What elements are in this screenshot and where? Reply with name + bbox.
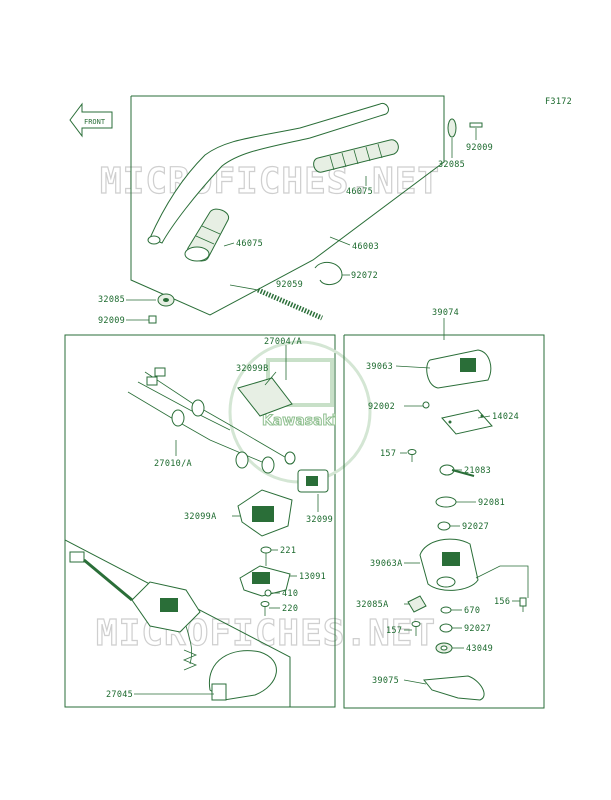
screw-157-top [407, 449, 417, 462]
label-46075-left: 46075 [236, 239, 263, 249]
lever-39075 [423, 675, 485, 701]
screw-221 [260, 546, 272, 566]
switch-cover [237, 377, 293, 417]
wiring-harness [127, 367, 296, 474]
label-14024: 14024 [492, 412, 519, 422]
gasket-14024 [441, 409, 493, 435]
logo-text: Kawasaki [262, 413, 337, 429]
label-27010a: 27010/A [154, 459, 192, 469]
clamp [314, 261, 343, 286]
label-157-top: 157 [380, 449, 396, 459]
label-32099b: 32099B [236, 364, 269, 374]
grip-end-cap-left [148, 293, 175, 324]
label-27004a: 27004/A [264, 337, 302, 347]
label-92027-bottom: 92027 [464, 624, 491, 634]
label-92059: 92059 [276, 280, 303, 290]
label-92027-top: 92027 [462, 522, 489, 532]
switch-housing [237, 489, 293, 537]
bolt-156 [519, 597, 527, 612]
throttle-cover [426, 349, 492, 389]
label-32099: 32099 [306, 515, 333, 525]
housing-13091 [239, 565, 291, 597]
label-46003: 46003 [352, 242, 379, 252]
washer-92027-top [437, 521, 451, 531]
label-92081: 92081 [478, 498, 505, 508]
label-39075: 39075 [372, 676, 399, 686]
figure-code: F3172 [545, 97, 572, 107]
label-410: 410 [282, 589, 298, 599]
clip-32085a [407, 595, 427, 613]
label-92009-top: 92009 [466, 143, 493, 153]
label-43049: 43049 [466, 644, 493, 654]
label-670: 670 [464, 606, 480, 616]
screw-220 [260, 601, 270, 616]
label-157-bottom: 157 [386, 626, 402, 636]
switch-assembly [69, 551, 277, 701]
leader-lines [126, 128, 529, 695]
label-92072: 92072 [351, 271, 378, 281]
grip-right [313, 139, 399, 173]
kawasaki-logo: Kawasaki [228, 340, 372, 484]
grip-left [184, 208, 230, 262]
terminal-21083 [439, 464, 475, 477]
spring-cable [256, 287, 324, 321]
screw-157-bottom [411, 621, 421, 636]
bushing-43049 [435, 642, 453, 654]
label-39063a: 39063A [370, 559, 403, 569]
label-92009-left: 92009 [98, 316, 125, 326]
part-410 [264, 589, 272, 597]
grip-end-cap-top [447, 118, 483, 138]
label-39063: 39063 [366, 362, 393, 372]
label-27045: 27045 [106, 690, 133, 700]
oring-670 [440, 606, 452, 614]
label-21083: 21083 [464, 466, 491, 476]
throttle-housing [419, 538, 479, 591]
label-46075-top: 46075 [346, 187, 373, 197]
front-label: FRONT [84, 118, 106, 126]
washer-92027-bottom [439, 623, 453, 633]
label-39074: 39074 [432, 308, 459, 318]
throttle-group-outline [343, 334, 545, 709]
label-221: 221 [280, 546, 296, 556]
front-arrow-icon: FRONT [69, 102, 113, 138]
label-32085-left: 32085 [98, 295, 125, 305]
label-32099a: 32099A [184, 512, 217, 522]
switch-cap [297, 469, 329, 493]
label-156: 156 [494, 597, 510, 607]
watermark-top: MICROFICHES.NET [100, 161, 440, 202]
handlebar [147, 102, 389, 245]
handlebar-group-outline [130, 95, 445, 316]
label-13091: 13091 [299, 572, 326, 582]
switch-lower-outline [64, 540, 290, 708]
ring-92081 [435, 496, 457, 508]
label-92002: 92002 [368, 402, 395, 412]
label-32085-top: 32085 [438, 160, 465, 170]
screw-92002 [422, 401, 430, 409]
label-220: 220 [282, 604, 298, 614]
label-32085a: 32085A [356, 600, 389, 610]
